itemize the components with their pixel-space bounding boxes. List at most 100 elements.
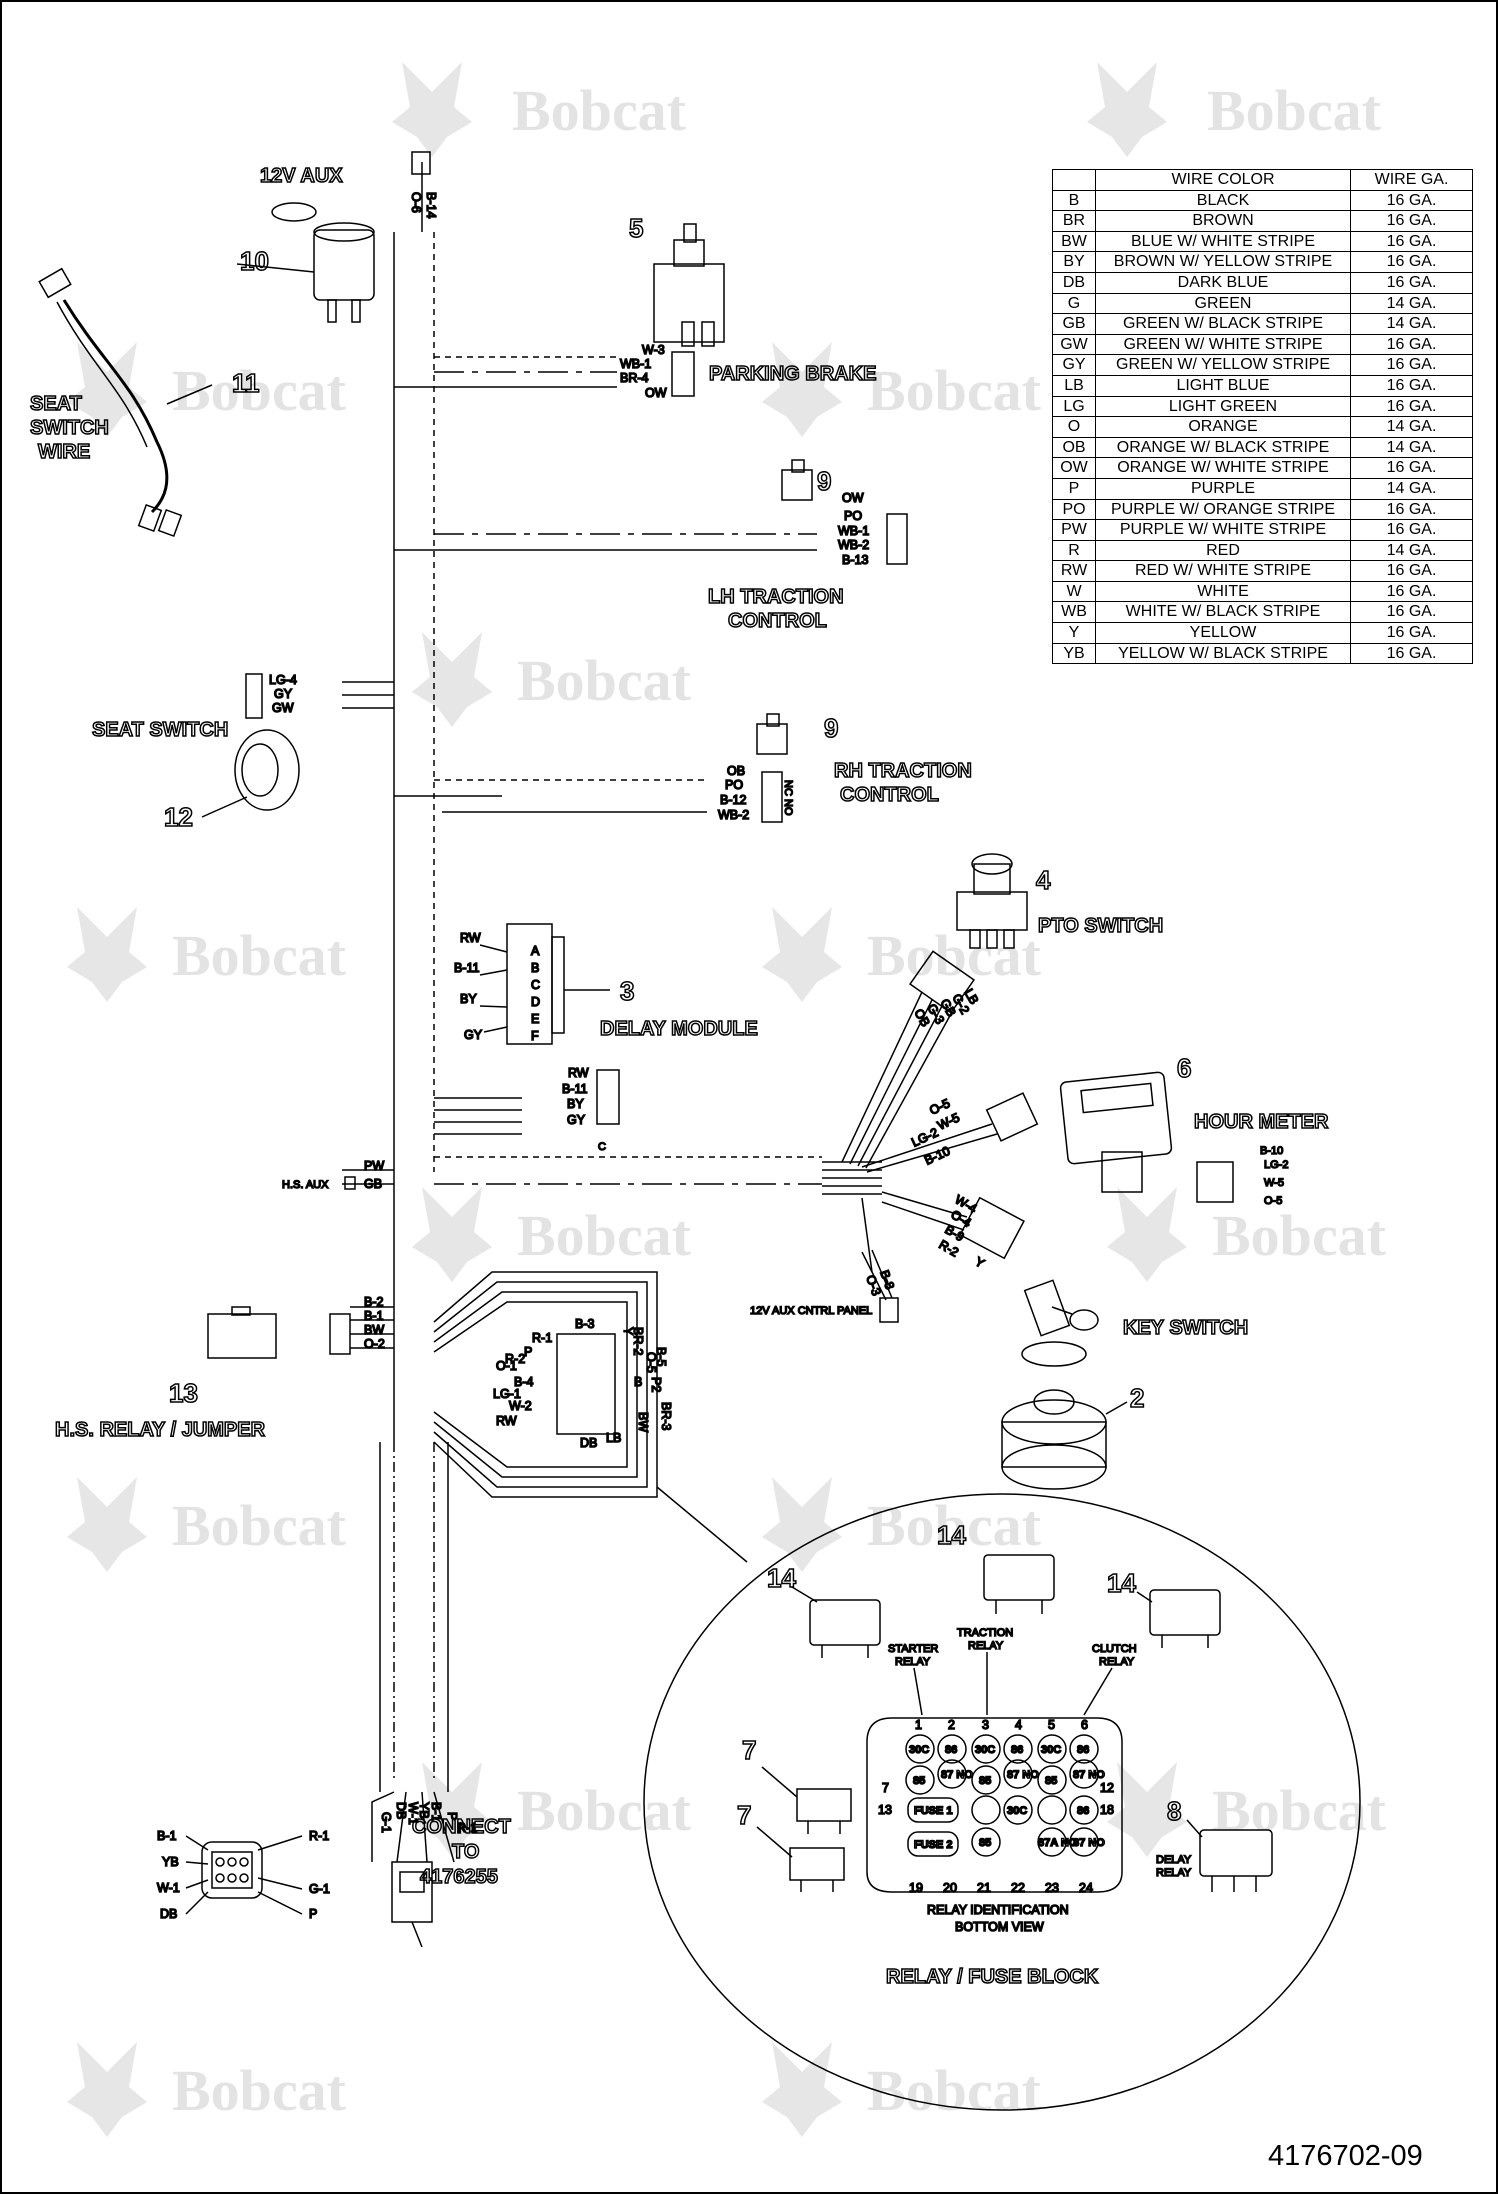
wire-color: YELLOW bbox=[1095, 622, 1351, 644]
relay-block-title: RELAY / FUSE BLOCK bbox=[886, 1966, 1099, 1988]
wire-label: B-1 bbox=[429, 1802, 443, 1822]
wire-label: GB bbox=[364, 1177, 382, 1191]
delay-pin: F bbox=[531, 1029, 539, 1043]
wire-gauge: 14 GA. bbox=[1350, 416, 1473, 438]
wire-label: RW bbox=[460, 931, 481, 945]
pin-label: YB bbox=[162, 1855, 179, 1869]
wire-label: RW bbox=[568, 1066, 589, 1080]
p2-tag: P2 bbox=[649, 1377, 663, 1392]
wire-label: P bbox=[524, 1345, 532, 1359]
aux-12v-label: 12V AUX bbox=[260, 165, 343, 187]
wire-code: W bbox=[1052, 580, 1096, 603]
delay-relay-label: DELAY bbox=[1156, 1854, 1192, 1866]
clutch-relay-label: RELAY bbox=[1099, 1656, 1135, 1668]
lh-traction-number: 9 bbox=[817, 466, 831, 496]
rh-traction-label: RH TRACTION bbox=[834, 760, 972, 782]
relay-14-center: 14 bbox=[936, 1519, 1055, 1614]
lh-traction-label: CONTROL bbox=[728, 610, 827, 632]
aux-socket-body bbox=[313, 229, 375, 301]
pin-number: 5 bbox=[1048, 1718, 1055, 1732]
cavity-label: 86 bbox=[945, 1744, 957, 1756]
wire-gauge: 14 GA. bbox=[1350, 477, 1473, 500]
pin-number: 19 bbox=[909, 1881, 923, 1895]
watermark-text: Bobcat bbox=[1207, 78, 1382, 143]
wire-color: BLUE W/ WHITE STRIPE bbox=[1095, 230, 1351, 253]
key-switch-label: KEY SWITCH bbox=[1123, 1317, 1248, 1339]
rh-traction-connector bbox=[761, 771, 783, 823]
bobcat-logo-mark bbox=[762, 1477, 842, 1572]
relay-fuse-detail-circle bbox=[643, 1493, 1361, 2111]
watermark-text: Bobcat bbox=[867, 358, 1042, 423]
wire-label: BR-4 bbox=[620, 371, 649, 385]
seat-switch-wire-label: WIRE bbox=[38, 441, 90, 463]
wire-label: OW bbox=[645, 386, 667, 400]
starter-relay-label: STARTER bbox=[888, 1643, 938, 1655]
wire-code: O bbox=[1052, 416, 1096, 438]
wire-color: GREEN W/ WHITE STRIPE bbox=[1095, 333, 1351, 356]
wire-label: Y bbox=[621, 1327, 635, 1336]
wire-gauge: 14 GA. bbox=[1350, 313, 1473, 335]
wire-label: BR-3 bbox=[659, 1402, 673, 1431]
pto-switch-number: 4 bbox=[1036, 865, 1051, 895]
hour-meter-label: HOUR METER bbox=[1194, 1111, 1329, 1133]
wire-label: W-5 bbox=[1264, 1177, 1284, 1189]
wire-gauge: 16 GA. bbox=[1350, 210, 1473, 232]
relay-14-right: 14 bbox=[1106, 1567, 1221, 1648]
wire-label: GY bbox=[274, 687, 293, 701]
wire-code: RW bbox=[1052, 560, 1096, 582]
wire-gauge: 14 GA. bbox=[1350, 292, 1473, 315]
pin-number: 7 bbox=[882, 1781, 889, 1795]
wire-color: PURPLE bbox=[1095, 477, 1351, 500]
cavity-label: 85 bbox=[979, 1775, 991, 1787]
wire-code: LB bbox=[1052, 374, 1096, 397]
parking-brake-component: 5 W-3 WB-1 BR-4 OW PARKING BRAKE bbox=[394, 212, 877, 401]
wire-gauge: 16 GA. bbox=[1350, 251, 1473, 273]
hs-relay-number: 13 bbox=[169, 1378, 198, 1408]
pin-number: 6 bbox=[1081, 1718, 1088, 1732]
key-switch-number: 2 bbox=[1130, 1383, 1144, 1413]
p2-connector-component: R-1 P O-1 R-2 B-4 LG-1 W-2 RW B-3 BR-2 Y… bbox=[433, 1271, 748, 1563]
wire-label: W-2 bbox=[509, 1399, 532, 1413]
wire-code: YB bbox=[1052, 642, 1096, 665]
pin-label: DB bbox=[160, 1907, 177, 1921]
delay-module-plug bbox=[596, 1069, 620, 1125]
pin-number: 3 bbox=[982, 1718, 989, 1732]
wire-label: RW bbox=[496, 1414, 517, 1428]
relay-view-label: BOTTOM VIEW bbox=[955, 1920, 1044, 1934]
pin-number: 12 bbox=[1100, 1781, 1114, 1795]
watermark-text: Bobcat bbox=[512, 78, 687, 143]
bobcat-logo-mark bbox=[762, 2042, 842, 2137]
wire-gauge: 16 GA. bbox=[1350, 271, 1473, 294]
wire-label: Y bbox=[973, 1254, 988, 1271]
delay-pin: B bbox=[531, 961, 539, 975]
bobcat-logo-mark bbox=[67, 342, 147, 437]
seat-switch-component: LG-4 GY GW SEAT SWITCH 12 bbox=[91, 672, 394, 833]
relay-cavity-labels: 30C 86 30C 86 30C 86 85 87 NO 85 87 NO 8… bbox=[908, 1743, 1106, 1852]
wire-code: R bbox=[1052, 539, 1096, 562]
wire-label: WB-1 bbox=[838, 524, 869, 538]
pin-number: 23 bbox=[1045, 1881, 1059, 1895]
wire-code: GW bbox=[1052, 333, 1096, 356]
wire-code: P bbox=[1052, 477, 1096, 500]
wire-code: B bbox=[1052, 189, 1096, 212]
watermark-text: Bobcat bbox=[172, 358, 347, 423]
wire-color: PURPLE W/ WHITE STRIPE bbox=[1095, 519, 1351, 541]
pin-number: 22 bbox=[1011, 1881, 1025, 1895]
wire-label: O-5 bbox=[1264, 1195, 1282, 1207]
document-number: 4176702-09 bbox=[1268, 2140, 1423, 2172]
wire-label: DB bbox=[394, 1802, 408, 1819]
pin-number: 4 bbox=[1015, 1718, 1022, 1732]
pin-label: W-1 bbox=[157, 1881, 180, 1895]
parking-brake-label: PARKING BRAKE bbox=[709, 363, 876, 385]
